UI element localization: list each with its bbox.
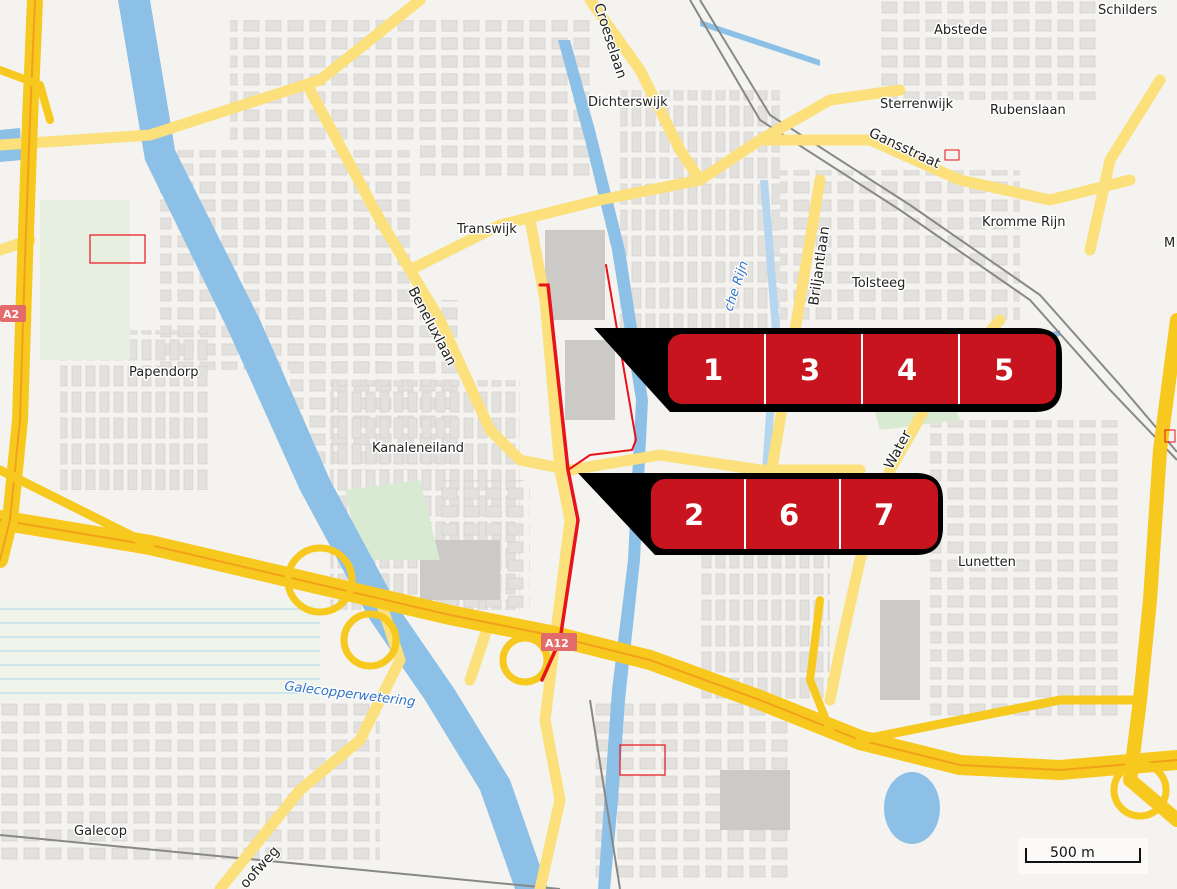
ramp-lunetten	[806, 596, 834, 734]
scale-label: 500 m	[1050, 845, 1095, 861]
route-line-main	[540, 283, 580, 682]
road-main-west	[0, 0, 426, 151]
place-kromme-rijn: Kromme Rijn	[982, 215, 1066, 230]
place-dichterswijk: Dichterswijk	[588, 95, 668, 110]
interchange-loop-west	[284, 544, 356, 616]
shield-a2: A2	[0, 305, 26, 322]
place-lunetten: Lunetten	[958, 555, 1016, 570]
callout-number[interactable]: 4	[897, 353, 917, 387]
place-galecop: Galecop	[74, 824, 127, 839]
place-sterrenwijk: Sterrenwijk	[880, 97, 954, 112]
route-spur-east	[567, 264, 638, 471]
shield-a12-label: A12	[545, 637, 569, 650]
callout-number[interactable]: 5	[994, 353, 1014, 387]
callout-number[interactable]: 1	[703, 353, 723, 387]
ramp-a2-west	[0, 465, 155, 550]
shield-a12: A12	[541, 633, 577, 651]
place-rubenslaan: Rubenslaan	[990, 103, 1066, 118]
road-north-south	[524, 214, 576, 889]
ramp-a2-north	[0, 66, 54, 124]
callout-number[interactable]: 3	[800, 353, 820, 387]
green-areas	[0, 200, 960, 700]
callout-lower[interactable]: 2 6 7	[578, 473, 943, 555]
interchange-loop-a12	[499, 634, 551, 686]
callout-lower-badge	[651, 479, 938, 549]
callout-number[interactable]: 6	[779, 498, 799, 532]
place-kanaleneiland: Kanaleneiland	[372, 441, 464, 456]
project-route	[89, 149, 1176, 776]
place-papendorp: Papendorp	[129, 365, 199, 380]
road-croeselaan	[584, 0, 706, 186]
road-gansstraat	[754, 134, 1136, 206]
place-abstede: Abstede	[934, 23, 987, 38]
site-west	[89, 234, 146, 264]
site-south	[619, 744, 666, 776]
road-east-west-mid	[564, 449, 866, 476]
motorways	[0, 0, 1177, 827]
amsterdam-rijnkanaal	[118, 0, 548, 889]
place-m-edge: M	[1164, 236, 1175, 251]
place-transwijk: Transwijk	[456, 222, 517, 237]
callout-number[interactable]: 7	[874, 498, 894, 532]
place-schilders: Schilders	[1098, 3, 1157, 18]
scale-bar: 500 m	[1018, 838, 1148, 874]
shield-a2-label: A2	[3, 308, 19, 321]
road-ring-east	[1084, 74, 1166, 256]
place-tolsteeg: Tolsteeg	[851, 276, 905, 291]
vaartsche-rijn	[558, 40, 648, 889]
interchange-loop-east	[1110, 760, 1170, 820]
ramp-a12-east	[855, 695, 1145, 745]
road-beneluxlaan	[304, 84, 576, 476]
lake	[884, 772, 940, 844]
callout-number[interactable]: 2	[684, 498, 704, 532]
callout-upper[interactable]: 1 3 4 5	[594, 328, 1062, 412]
motorway-a27	[1123, 313, 1177, 827]
interchange-loop-mid	[340, 610, 400, 670]
industrial-areas	[420, 230, 920, 830]
